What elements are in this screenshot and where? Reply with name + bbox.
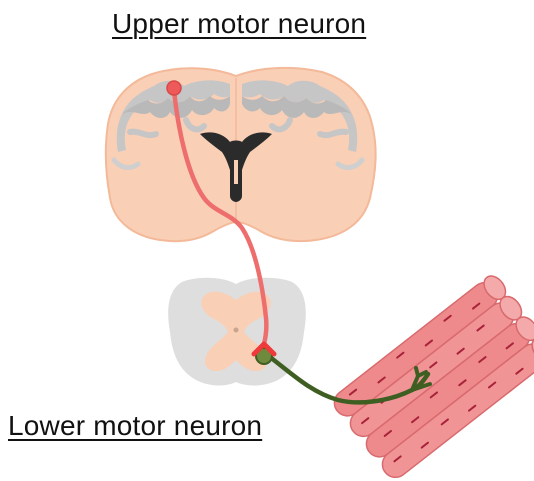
- lower-motor-neuron-label: Lower motor neuron: [8, 410, 262, 442]
- upper-motor-neuron-label: Upper motor neuron: [112, 8, 366, 40]
- third-ventricle-gap: [234, 160, 238, 184]
- sulcus-left-1: [130, 132, 156, 135]
- central-canal: [234, 328, 239, 333]
- muscle-bundle: [329, 272, 534, 481]
- upper-motor-neuron-cell-body: [167, 81, 181, 95]
- sulcus-right-1: [320, 132, 346, 135]
- brain-coronal-section: [106, 68, 376, 241]
